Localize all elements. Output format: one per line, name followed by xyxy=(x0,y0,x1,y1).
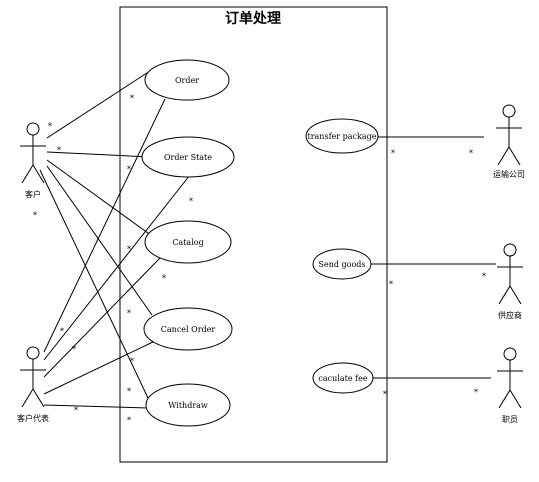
actor-staff-label: 职员 xyxy=(502,415,518,424)
multiplicity-marker: * xyxy=(74,406,78,415)
use-case-send-goods[interactable]: Send goods xyxy=(312,248,372,280)
multiplicity-marker: * xyxy=(33,211,37,220)
multiplicity-marker: * xyxy=(189,197,193,206)
multiplicity-marker: * xyxy=(72,345,76,354)
system-title: 订单处理 xyxy=(225,10,281,27)
multiplicity-marker: * xyxy=(130,357,134,366)
actor-staff-head xyxy=(503,347,517,361)
multiplicity-marker: * xyxy=(391,149,395,158)
actor-customer-head xyxy=(26,122,40,136)
actor-shipping-label: 运输公司 xyxy=(493,169,525,179)
use-case-send-goods-label: Send goods xyxy=(318,260,365,269)
actor-customer-label: 客户 xyxy=(25,189,41,199)
use-case-send-goods-shape xyxy=(312,248,372,280)
actor-supplier-leg-right xyxy=(509,285,522,305)
multiplicity-marker: * xyxy=(383,390,387,399)
assoc-customer-catalog xyxy=(46,159,153,237)
actor-customer-leg-right xyxy=(32,164,45,184)
multiplicity-marker: * xyxy=(389,280,393,289)
use-case-order-state-shape xyxy=(141,136,235,178)
use-case-transfer-package-label: transfer package xyxy=(308,132,377,141)
use-case-cancel-order-shape xyxy=(143,307,233,351)
use-case-withdraw[interactable]: Withdraw xyxy=(145,383,231,427)
assoc-customer-withdraw xyxy=(39,169,149,399)
assoc-rep-order-state xyxy=(43,174,191,361)
actor-staff-leg-right xyxy=(509,389,522,409)
use-case-order-shape xyxy=(144,59,230,101)
actor-rep-head xyxy=(26,346,40,360)
use-case-caculate-fee[interactable]: caculate fee xyxy=(312,362,374,394)
multiplicity-marker: * xyxy=(162,274,166,283)
assoc-customer-order-state xyxy=(46,151,151,158)
use-case-withdraw-shape xyxy=(145,383,231,427)
actor-supplier[interactable] xyxy=(497,243,523,305)
actor-supplier-leg-left xyxy=(498,285,511,305)
multiplicity-marker: * xyxy=(48,122,52,131)
multiplicity-marker: * xyxy=(60,327,64,336)
multiplicity-marker: * xyxy=(130,94,134,103)
use-case-transfer-package[interactable]: transfer package xyxy=(305,118,379,154)
actor-rep[interactable] xyxy=(20,346,46,408)
actor-rep-label: 客户代表 xyxy=(17,413,49,423)
use-case-catalog[interactable]: Catalog xyxy=(144,220,232,264)
use-case-caculate-fee-label: caculate fee xyxy=(318,374,367,383)
assoc-rep-withdraw xyxy=(43,404,149,409)
use-case-catalog-shape xyxy=(144,220,232,264)
actor-staff-leg-left xyxy=(498,389,511,409)
multiplicity-marker: * xyxy=(127,416,131,425)
use-case-cancel-order[interactable]: Cancel Order xyxy=(143,307,233,351)
multiplicity-marker: * xyxy=(127,387,131,396)
use-case-order[interactable]: Order xyxy=(144,59,230,101)
multiplicity-marker: * xyxy=(127,309,131,318)
system-boundary xyxy=(119,6,388,463)
actor-shipping-head xyxy=(502,104,516,118)
multiplicity-marker: * xyxy=(474,388,478,397)
use-case-caculate-fee-shape xyxy=(312,362,374,394)
multiplicity-marker: * xyxy=(469,149,473,158)
actor-rep-leg-left xyxy=(21,388,34,408)
actor-supplier-label: 供应商 xyxy=(498,310,522,320)
use-case-order-label: Order xyxy=(175,76,199,85)
use-case-catalog-label: Catalog xyxy=(172,238,203,247)
multiplicity-marker: * xyxy=(127,165,131,174)
use-case-cancel-order-label: Cancel Order xyxy=(161,325,216,334)
assoc-rep-order xyxy=(43,98,166,353)
use-case-order-state[interactable]: Order State xyxy=(141,136,235,178)
actor-customer-leg-left xyxy=(21,164,34,184)
actor-shipping-leg-left xyxy=(497,146,510,166)
multiplicity-marker: * xyxy=(57,146,61,155)
actor-staff[interactable] xyxy=(497,347,523,409)
assoc-customer-order xyxy=(46,70,151,139)
associations xyxy=(39,70,496,409)
multiplicity-markers: * * * * * * * * * * * * * * * * * * * * … xyxy=(33,94,486,425)
actor-customer[interactable] xyxy=(20,122,46,184)
actor-supplier-head xyxy=(503,243,517,257)
use-case-withdraw-label: Withdraw xyxy=(168,401,208,410)
actor-shipping[interactable] xyxy=(496,104,522,166)
multiplicity-marker: * xyxy=(127,245,131,254)
use-case-order-state-label: Order State xyxy=(164,153,212,162)
assoc-customer-cancel-order xyxy=(46,165,153,316)
assoc-rep-cancel-order xyxy=(43,340,156,395)
multiplicity-marker: * xyxy=(482,272,486,281)
assoc-rep-catalog xyxy=(43,257,161,378)
actor-rep-leg-right xyxy=(32,388,45,408)
actor-shipping-leg-right xyxy=(508,146,521,166)
use-case-transfer-package-shape xyxy=(305,118,379,154)
